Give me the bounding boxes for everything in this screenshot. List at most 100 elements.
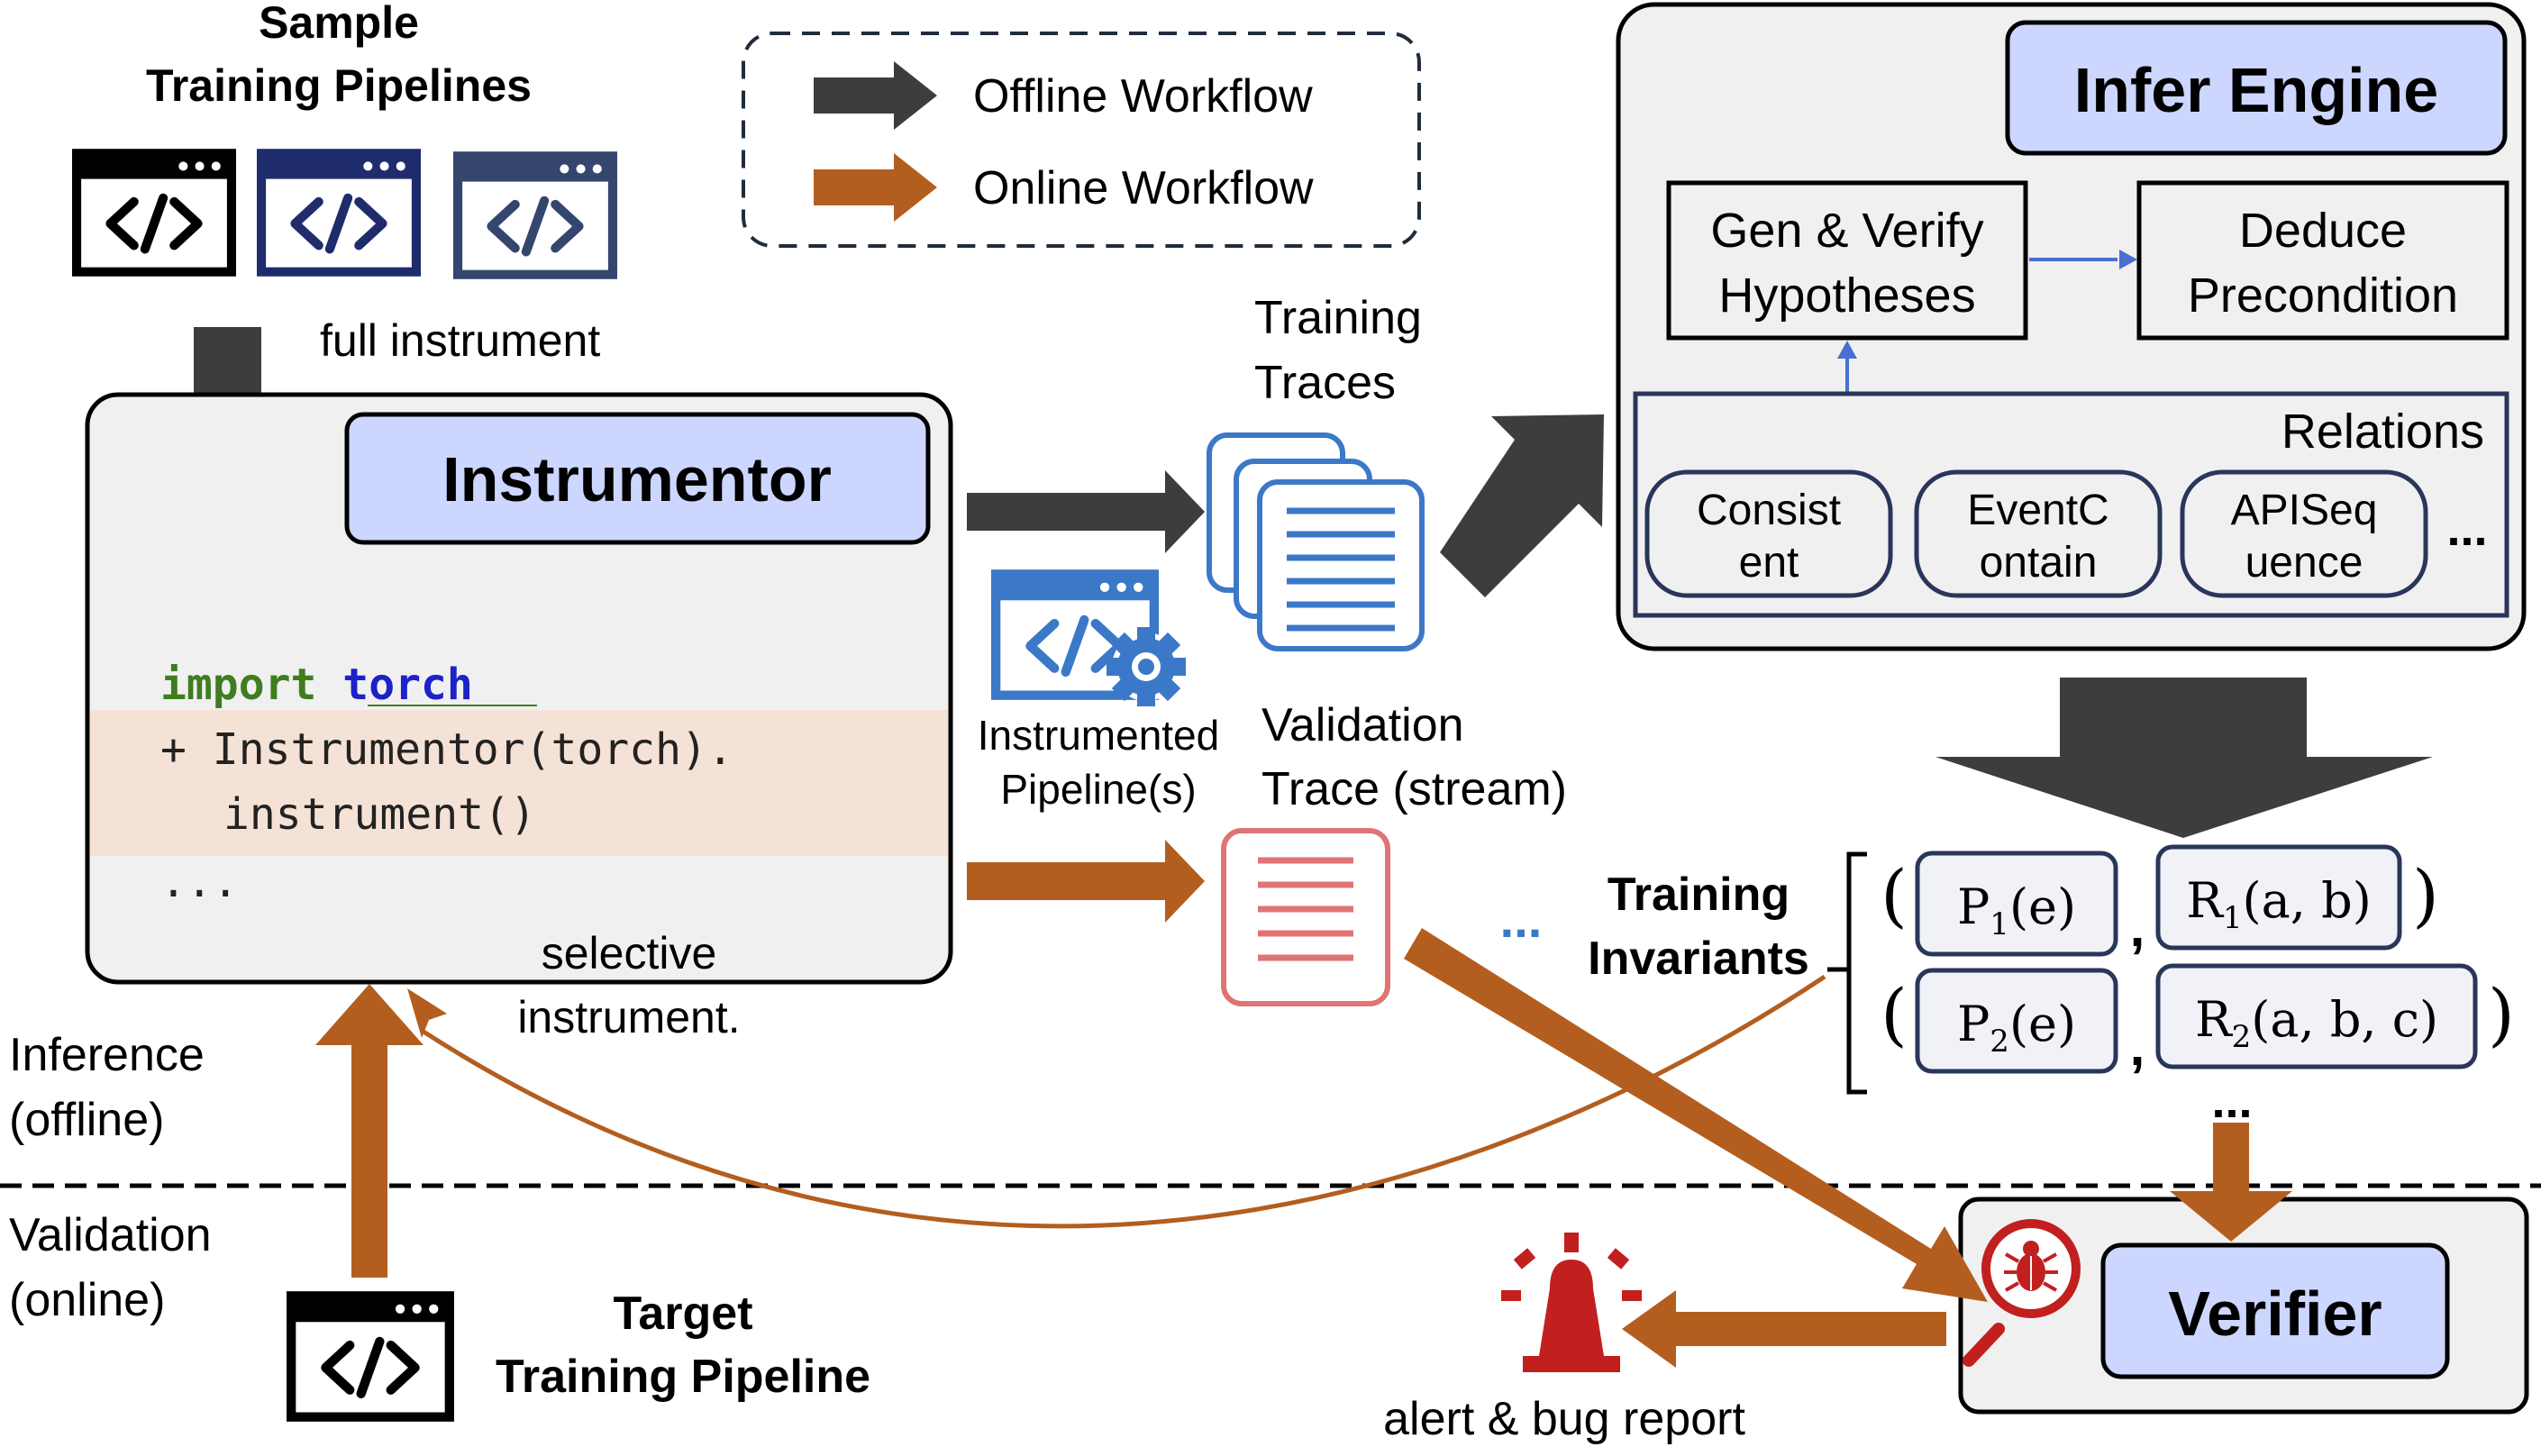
invariants-more: ... <box>2211 1074 2252 1128</box>
bug-icon <box>2004 1241 2058 1292</box>
validation-trace-line2: Trace (stream) <box>1261 763 1567 815</box>
invariant-r2-args: (a, b, c) <box>2251 991 2438 1048</box>
code-window-icon <box>261 153 416 271</box>
siren-icon <box>1501 1233 1642 1372</box>
relations-to-gen-arrowhead <box>1837 341 1857 359</box>
infer-to-invariants-arrow <box>1935 678 2433 838</box>
relation-apisequence <box>2180 469 2428 598</box>
inv-row2-lparen: ( <box>1881 974 1908 1054</box>
code-window-icon <box>458 156 613 274</box>
infer-engine-title-box <box>2005 20 2508 156</box>
instrumentor-title-box <box>344 412 931 545</box>
relations-label: Relations <box>2281 405 2484 459</box>
invariant-p2-sub: 2 <box>1990 1024 2009 1060</box>
phase-validation-line2: (online) <box>9 1274 165 1326</box>
relation-consistent <box>1644 469 1893 598</box>
selective-instrument-line1: selective <box>542 928 717 978</box>
sample-title-line2: Training Pipelines <box>146 60 532 111</box>
trace-to-verifier-arrow <box>1404 928 1988 1302</box>
full-instrument-label: full instrument <box>320 315 600 366</box>
invariants-label-line1: Training <box>1607 869 1790 921</box>
verifier-to-alert-arrow <box>1622 1290 1946 1368</box>
inv-row1-comma: , <box>2130 897 2145 958</box>
verifier-title: Verifier <box>2168 1279 2382 1349</box>
invariant-p2-base: P <box>1957 996 1990 1052</box>
validation-trace-line1: Validation <box>1261 699 1464 751</box>
invariant-p1-base: P <box>1957 878 1990 935</box>
target-to-instrumentor-arrow <box>315 984 424 1278</box>
inv-row1-rparen: ) <box>2412 855 2439 935</box>
phase-inference-line1: Inference <box>9 1029 205 1081</box>
target-line1: Target <box>613 1288 752 1340</box>
gen-verify-line1: Gen & Verify <box>1710 204 1983 258</box>
instrumented-label-line1: Instrumented <box>978 712 1219 759</box>
deduce-precondition-box <box>2136 180 2509 341</box>
legend-offline-label: Offline Workflow <box>973 70 1313 123</box>
invariant-r2: R2(a, b, c) <box>2195 991 2438 1055</box>
sample-title-line1: Sample <box>259 0 419 48</box>
inv-row2-rparen: ) <box>2488 974 2515 1054</box>
code-cont-line: instrument() <box>223 789 536 840</box>
gen-to-deduce-arrowhead <box>2119 250 2137 269</box>
invariant-p2-args: (e) <box>2009 996 2076 1052</box>
relation-eventcontain-line2: ontain <box>1980 539 2098 587</box>
invariant-p1-sub: 1 <box>1990 906 2009 942</box>
relations-more: ... <box>2446 502 2487 556</box>
gen-verify-box <box>1666 180 2028 341</box>
instrumented-label-line2: Pipeline(s) <box>1000 766 1196 813</box>
verifier-title-box <box>2100 1242 2450 1379</box>
code-plus-line: + Instrumentor(torch). <box>160 724 733 775</box>
relation-eventcontain-line1: EventC <box>1967 487 2108 534</box>
infer-engine-title: Infer Engine <box>2074 55 2438 125</box>
instrumentor-title: Instrumentor <box>442 444 832 514</box>
document-stack-icon <box>1207 432 1425 651</box>
invariant-p1-box <box>1915 851 2118 957</box>
invariant-r2-base: R <box>2195 991 2233 1048</box>
invariants-brace <box>1827 851 1867 1095</box>
legend-box <box>742 32 1421 248</box>
invariants-feedback-arrowhead <box>407 988 447 1038</box>
legend-online-label: Online Workflow <box>973 162 1314 214</box>
relation-apisequence-line2: uence <box>2245 539 2363 587</box>
code-import-keyword: import <box>160 660 316 710</box>
invariants-feedback-curve <box>422 974 1826 1229</box>
invariant-r2-sub: 2 <box>2232 1019 2252 1055</box>
invariant-r1-sub: 1 <box>2223 900 2243 936</box>
invariants-label-line2: Invariants <box>1588 933 1809 985</box>
invariant-r2-box <box>2155 963 2478 1069</box>
offline-trace-arrow <box>967 470 1205 553</box>
deduce-line1: Deduce <box>2239 204 2407 258</box>
validation-document-icon <box>1221 828 1390 1006</box>
code-window-icon <box>77 153 232 271</box>
gear-icon <box>1107 627 1186 706</box>
gen-verify-line2: Hypotheses <box>1718 268 1975 323</box>
invariants-to-verifier-arrow <box>2170 1123 2292 1242</box>
phase-validation-line1: Validation <box>9 1209 212 1261</box>
training-traces-line2: Traces <box>1254 357 1396 409</box>
code-import-module: torch <box>342 660 473 710</box>
selective-instrument-line2: instrument. <box>517 992 740 1042</box>
relation-consistent-line2: ent <box>1739 539 1799 587</box>
offline-legend-arrow <box>814 61 937 130</box>
invariant-p1: P1(e) <box>1957 878 2076 942</box>
code-import-line: import torch <box>160 660 473 710</box>
alert-label: alert & bug report <box>1383 1393 1745 1445</box>
invariant-r1: R1(a, b) <box>2186 872 2372 936</box>
training-traces-line1: Training <box>1254 292 1422 344</box>
online-trace-arrow <box>967 840 1205 923</box>
relation-eventcontain <box>1914 469 2163 598</box>
target-line2: Training Pipeline <box>496 1351 870 1403</box>
invariant-p2: P2(e) <box>1957 996 2076 1060</box>
traces-to-infer-arrow <box>1440 414 1604 597</box>
invariant-p2-box <box>1915 968 2118 1074</box>
relation-consistent-line1: Consist <box>1697 487 1841 534</box>
inv-row1-lparen: ( <box>1881 855 1908 935</box>
relation-apisequence-line1: APISeq <box>2231 487 2378 534</box>
phase-inference-line2: (offline) <box>9 1094 164 1146</box>
code-highlight <box>90 710 948 856</box>
invariant-r1-box <box>2155 844 2402 951</box>
deduce-line2: Precondition <box>2188 268 2458 323</box>
code-window-icon <box>291 1296 450 1416</box>
